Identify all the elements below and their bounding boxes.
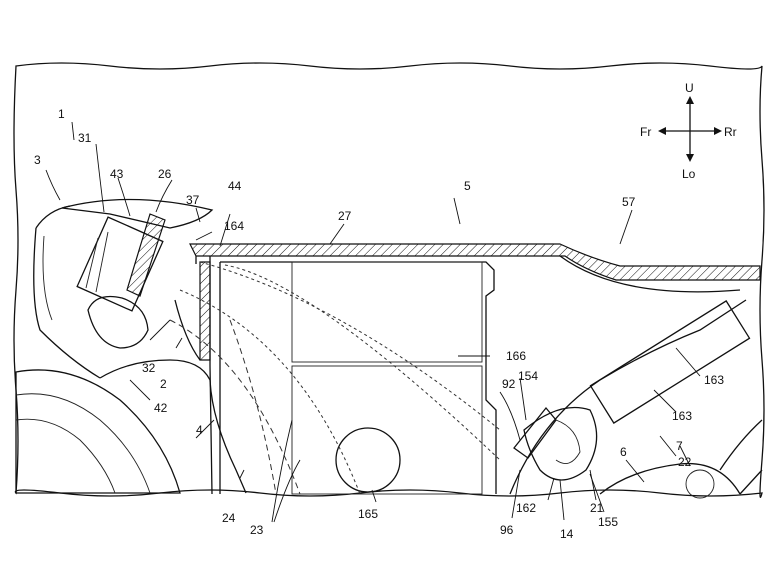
front-cowl [33, 205, 247, 494]
label-163b: 163 [672, 409, 692, 423]
label-rr: Rr [724, 125, 737, 139]
label-u: U [685, 81, 694, 95]
label-43: 43 [110, 167, 124, 181]
label-37: 37 [186, 193, 200, 207]
label-22: 22 [678, 455, 692, 469]
label-32: 32 [142, 361, 156, 375]
label-26: 26 [158, 167, 172, 181]
label-24: 24 [222, 511, 236, 525]
reference-labels: U Lo Fr Rr 1 31 3 43 26 37 44 5 57 164 2… [34, 81, 737, 541]
label-44: 44 [228, 179, 242, 193]
label-154: 154 [518, 369, 538, 383]
storage-box [199, 256, 497, 495]
label-96: 96 [500, 523, 514, 537]
label-31: 31 [78, 131, 92, 145]
label-27: 27 [338, 209, 352, 223]
direction-compass [658, 96, 722, 162]
front-wheel-tire [15, 369, 181, 494]
rear-frame-assembly [509, 299, 763, 499]
label-3: 3 [34, 153, 41, 167]
label-42: 42 [154, 401, 168, 415]
label-2: 2 [160, 377, 167, 391]
upper-cover [189, 243, 761, 293]
label-6: 6 [620, 445, 627, 459]
label-57: 57 [622, 195, 636, 209]
label-23: 23 [250, 523, 264, 537]
label-165: 165 [358, 507, 378, 521]
label-92: 92 [502, 377, 516, 391]
label-lo: Lo [682, 167, 696, 181]
label-4: 4 [196, 423, 203, 437]
label-21: 21 [590, 501, 604, 515]
label-164: 164 [224, 219, 244, 233]
label-163a: 163 [704, 373, 724, 387]
label-155: 155 [598, 515, 618, 529]
leader-lines [45, 121, 701, 523]
label-fr: Fr [640, 125, 651, 139]
label-7: 7 [676, 439, 683, 453]
dashed-outlines [169, 261, 501, 495]
label-14: 14 [560, 527, 574, 541]
label-166: 166 [506, 349, 526, 363]
label-5: 5 [464, 179, 471, 193]
lamp-unit [61, 198, 214, 349]
label-162: 162 [516, 501, 536, 515]
label-1: 1 [58, 107, 65, 121]
